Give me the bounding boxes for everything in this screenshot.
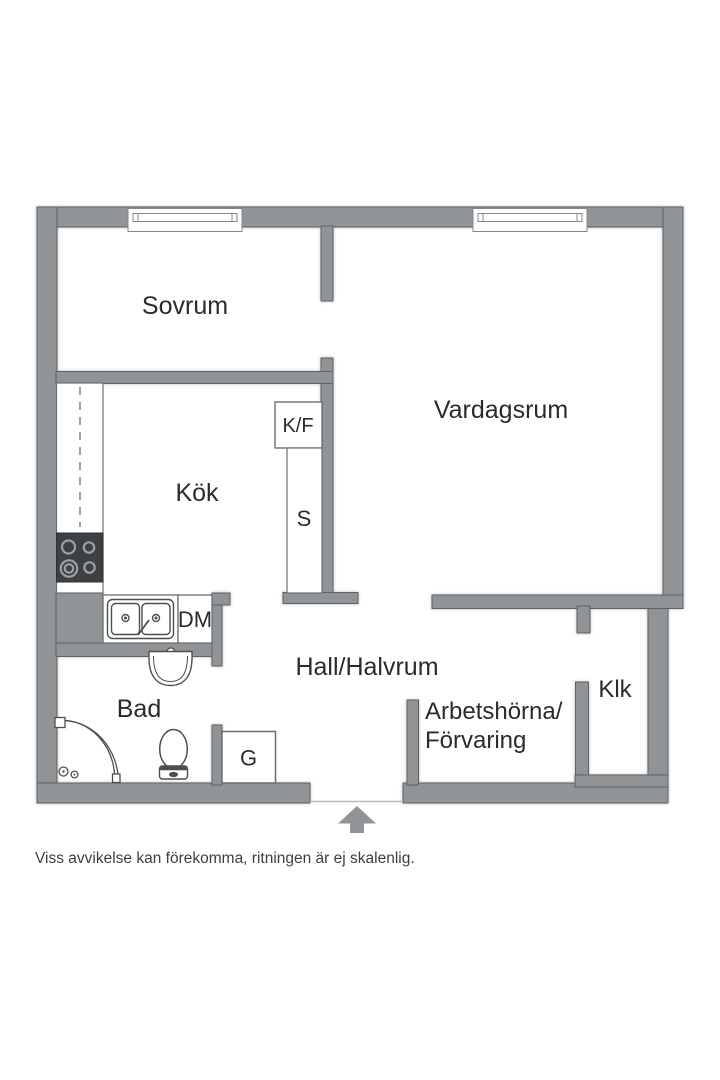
washbasin-icon [148, 647, 193, 687]
room-label-kok: Kök [175, 479, 219, 507]
wall-kitchen-right [320, 357, 334, 595]
room-label-sovrum: Sovrum [142, 292, 228, 320]
entrance-arrow-icon [338, 806, 376, 833]
wall-s-closet-foot [282, 592, 359, 604]
closet-label-g: G [240, 746, 257, 771]
window-vardagsrum-icon [472, 208, 588, 232]
wall-bath-door-jamb-step [211, 592, 231, 606]
wall-right-lower [647, 607, 669, 804]
closet-label-dm: DM [178, 607, 212, 632]
wardrobe-box [221, 730, 277, 784]
room-label-vardagsrum: Vardagsrum [434, 396, 568, 424]
wall-bottom-left [36, 782, 311, 804]
wall-g-closet-stub [211, 724, 223, 786]
cabinet-box [286, 447, 323, 594]
stove-icon [56, 532, 104, 583]
room-labels: Sovrum Vardagsrum Kök Hall/Halvrum Bad K… [117, 292, 633, 771]
toilet-icon [158, 728, 189, 780]
wall-arbetshorna-stub [406, 699, 419, 786]
closet-label-kf: K/F [282, 415, 313, 437]
window-sovrum-icon [127, 208, 243, 232]
room-label-arbetshorna-line2: Förvaring [425, 727, 526, 754]
wall-klk-bottom [574, 774, 669, 788]
room-label-klk: Klk [598, 676, 632, 703]
wall-sovrum-south [55, 371, 334, 384]
fridge-freezer-box [274, 401, 323, 449]
room-label-hall: Hall/Halvrum [295, 653, 438, 681]
shower-icon [54, 716, 121, 784]
wall-bottom-right [402, 782, 669, 804]
disclaimer-text: Viss avvikelse kan förekomma, ritningen … [35, 850, 415, 867]
wall-right-upper [662, 206, 684, 609]
wall-left [36, 206, 58, 804]
wall-vardagsrum-south [431, 594, 684, 609]
closet-label-s: S [297, 506, 312, 531]
wall-partition-sovrum-vardagsrum [320, 225, 334, 302]
wall-bath-north [55, 642, 223, 657]
wall-klk-left [575, 681, 589, 786]
wall-klk-door-stub [576, 605, 591, 634]
dishwasher-box [177, 594, 213, 644]
room-label-arbetshorna-line1: Arbetshörna/ [425, 698, 563, 725]
sink-icon [106, 598, 175, 640]
room-label-bad: Bad [117, 695, 161, 723]
